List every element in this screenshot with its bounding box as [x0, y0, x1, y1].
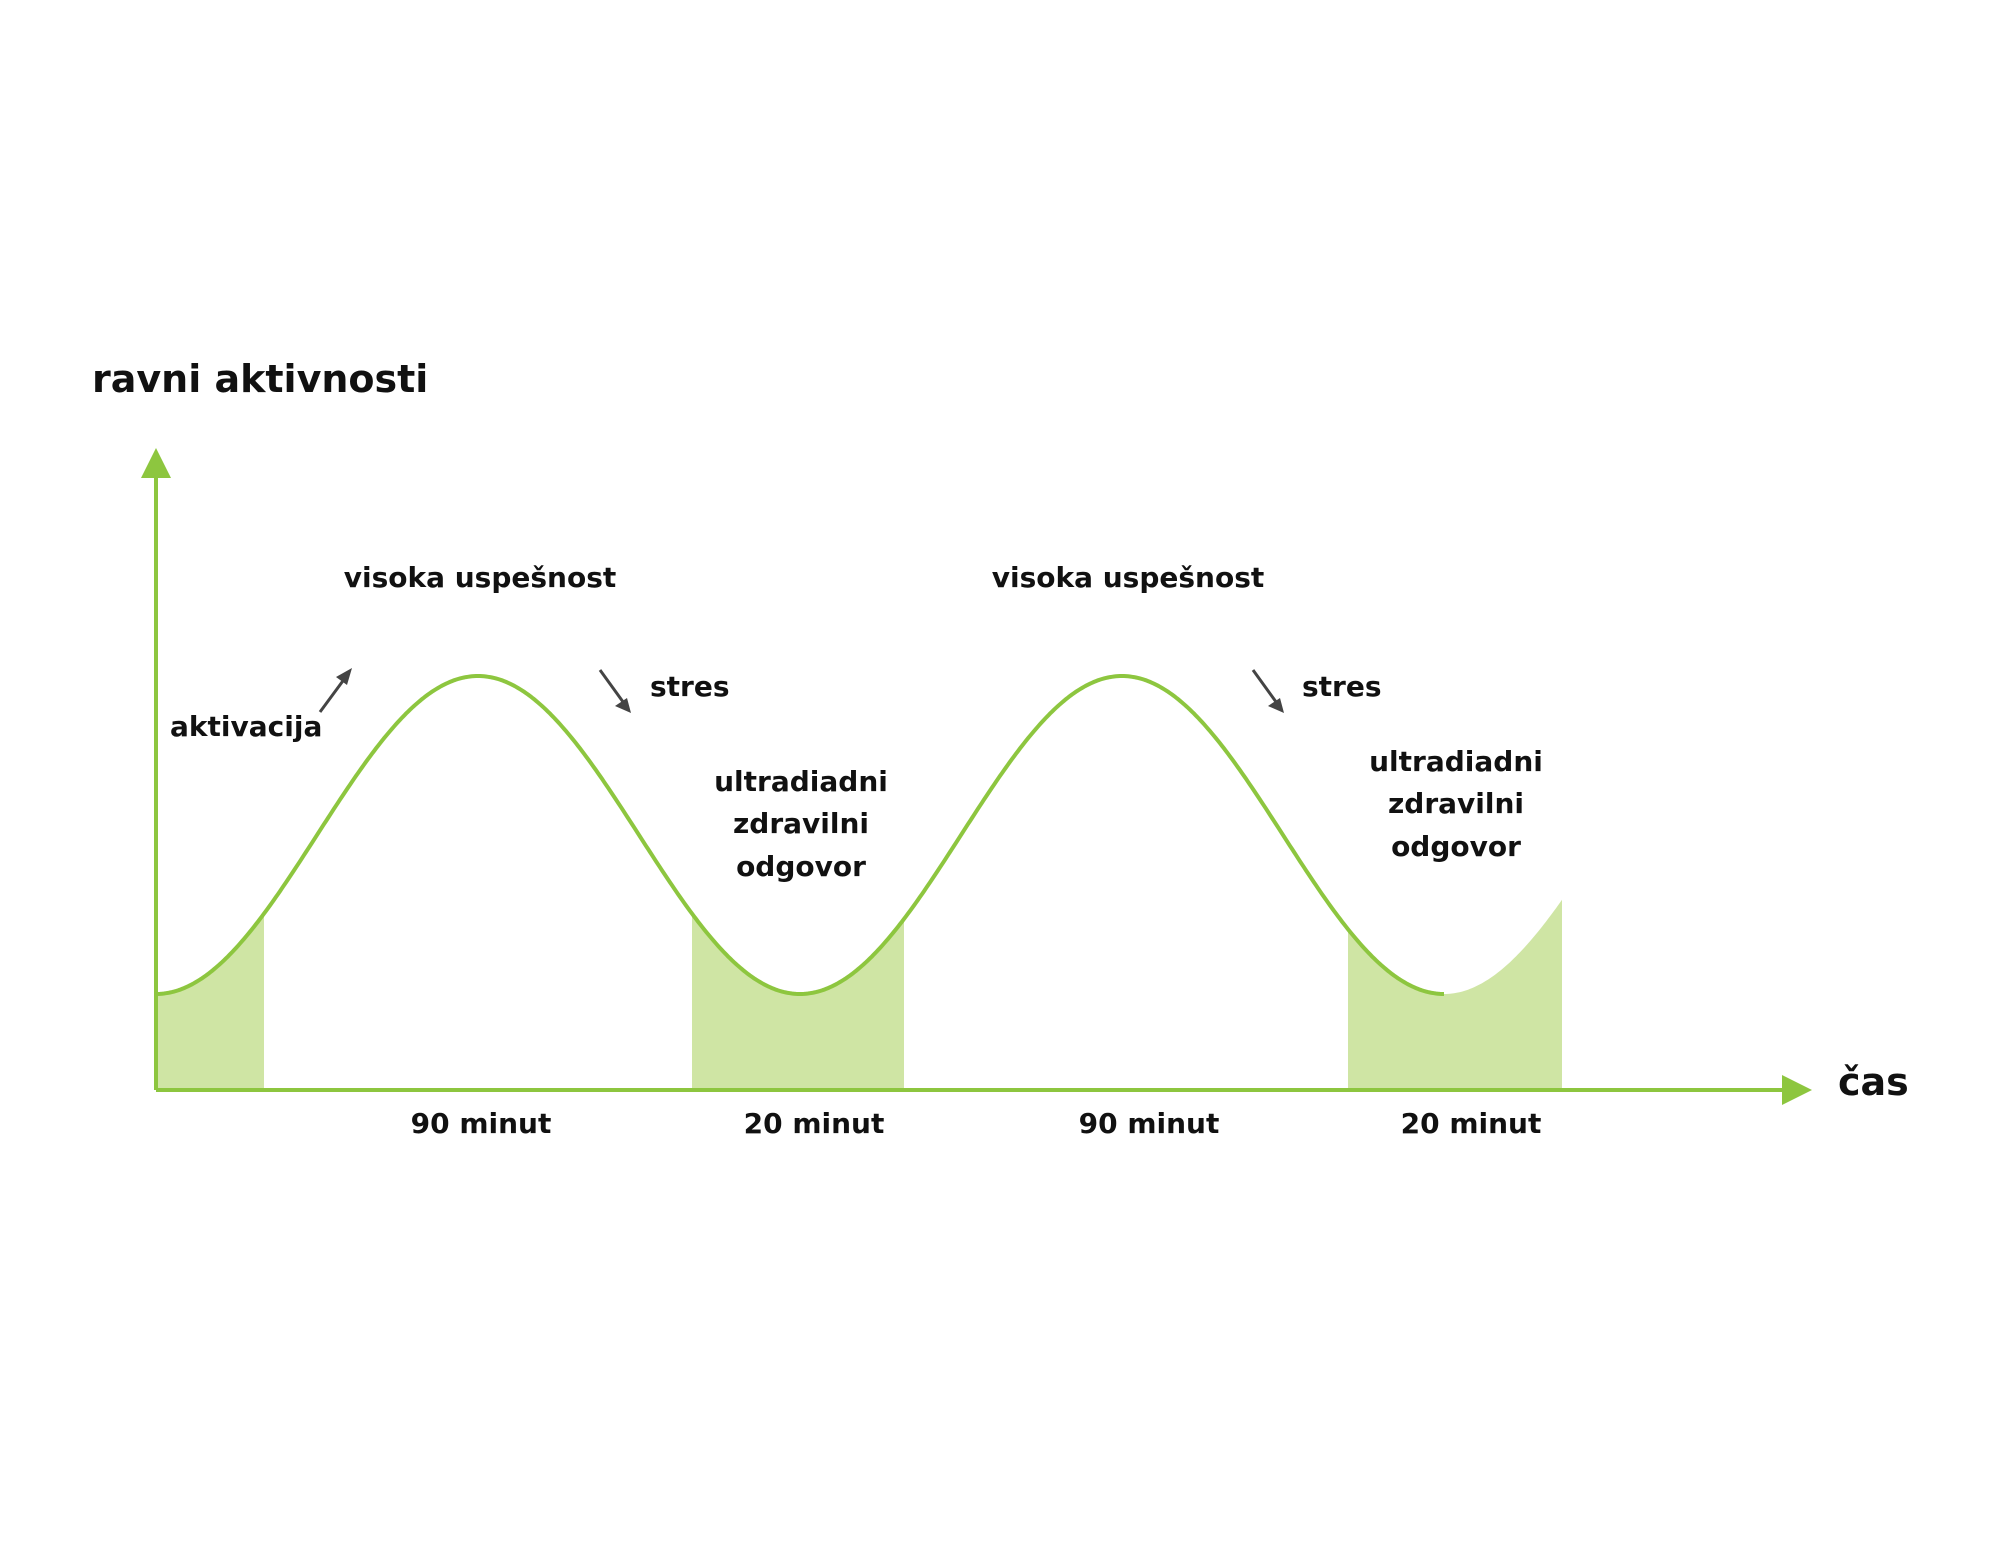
stress-label-2: stres — [1302, 670, 1382, 703]
y-axis-label: ravni aktivnosti — [92, 357, 428, 401]
recovery-zone-shade — [156, 913, 264, 1090]
recovery-label-2: ultradiadni zdravilni odgovor — [1369, 745, 1543, 863]
recovery-label-1: ultradiadni zdravilni odgovor — [714, 765, 888, 883]
svg-text:odgovor: odgovor — [736, 850, 866, 883]
svg-text:ultradiadni: ultradiadni — [1369, 745, 1543, 778]
peak-label-1: visoka uspešnost — [344, 561, 617, 594]
interval-label-90-2: 90 minut — [1079, 1107, 1220, 1140]
up-arrow-icon — [318, 668, 352, 713]
y-axis-arrow-icon — [141, 448, 171, 478]
svg-text:zdravilni: zdravilni — [733, 807, 869, 840]
x-axis-arrow-icon — [1782, 1075, 1812, 1105]
stress-label-1: stres — [650, 670, 730, 703]
svg-text:ultradiadni: ultradiadni — [714, 765, 888, 798]
recovery-zone-shade — [1348, 899, 1562, 1090]
interval-label-20-1: 20 minut — [744, 1107, 885, 1140]
recovery-zone-shade — [692, 913, 904, 1090]
down-arrow-icon — [1251, 669, 1284, 713]
down-arrow-icon — [598, 669, 631, 713]
activity-curve — [156, 674, 1444, 996]
activation-label: aktivacija — [170, 710, 322, 743]
peak-label-2: visoka uspešnost — [992, 561, 1265, 594]
svg-text:zdravilni: zdravilni — [1388, 787, 1524, 820]
interval-label-20-2: 20 minut — [1401, 1107, 1542, 1140]
interval-label-90-1: 90 minut — [411, 1107, 552, 1140]
x-axis-label: čas — [1838, 1060, 1909, 1104]
svg-text:odgovor: odgovor — [1391, 830, 1521, 863]
